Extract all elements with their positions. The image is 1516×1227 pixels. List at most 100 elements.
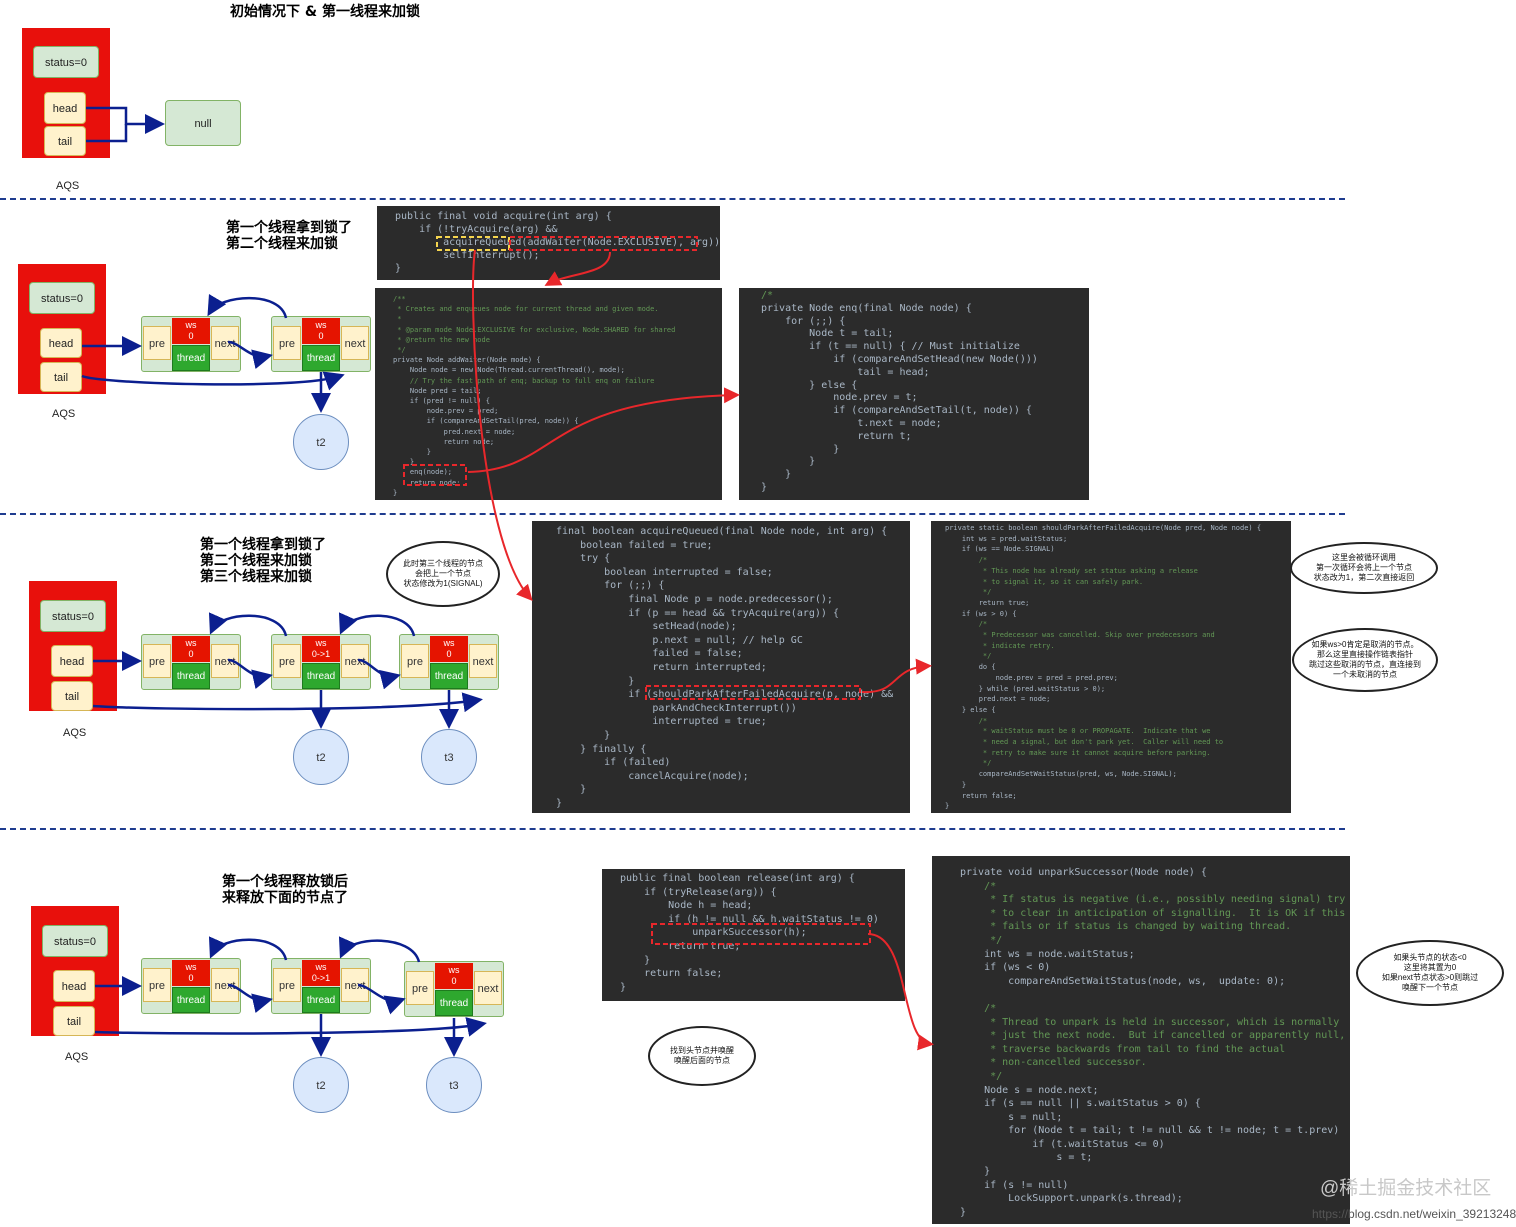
note-cloud-unpark: 如果头节点的状态<0 这里将其置为0 如果next节点状态>0则跳过 唤醒下一个… <box>1356 940 1504 1006</box>
head-field-3: head <box>51 645 93 677</box>
tail-field-2: tail <box>40 362 82 392</box>
thread-t3-circle: t3 <box>421 729 477 785</box>
watermark: @稀土掘金技术社区 <box>1320 1178 1492 1199</box>
code-line: /* <box>945 620 988 629</box>
code-line: * need a signal, but don't park yet. Cal… <box>945 738 1224 747</box>
code-line: * waitStatus must be 0 or PROPAGATE. Ind… <box>945 727 1211 736</box>
code-line: t.next = node; <box>761 417 942 429</box>
arrow-to-enq <box>467 387 740 473</box>
tail-field-1: tail <box>44 126 86 156</box>
code-acquire: public final void acquire(int arg) { if … <box>377 206 720 280</box>
code-line: } <box>556 797 563 809</box>
section3-title-line3: 第三个线程来加锁 <box>200 569 312 585</box>
code-line: // Try the fast path of enq; backup to f… <box>393 376 655 385</box>
code-line: p.next = null; // help GC <box>556 634 803 646</box>
code-line: pred.next = node; <box>945 695 1051 704</box>
code-line: } <box>393 448 431 457</box>
code-line: } else { <box>761 379 858 391</box>
aqs-label-4: AQS <box>65 1051 89 1063</box>
code-line: /* <box>960 1002 997 1014</box>
node-thread: thread <box>435 990 473 1016</box>
code-acquirequeued: final boolean acquireQueued(final Node n… <box>532 521 910 813</box>
node-next: next <box>211 968 239 1002</box>
arrow-prev-link <box>209 612 288 637</box>
head-field-2: head <box>40 328 82 358</box>
thread-t2-circle: t2 <box>293 1057 349 1113</box>
node-pre: pre <box>143 968 171 1002</box>
code-line: } <box>556 729 611 741</box>
node-next: next <box>341 326 369 360</box>
code-line: int ws = pred.waitStatus; <box>945 534 1068 543</box>
node-thread: thread <box>430 663 468 689</box>
code-line: * traverse backwards from tail to find t… <box>960 1043 1286 1055</box>
code-line: return t; <box>761 430 912 442</box>
code-line: if (h != null && h.waitStatus != 0) <box>620 913 879 925</box>
section3-title-line1: 第一个线程拿到锁了 <box>200 537 326 553</box>
code-line: tail = head; <box>761 366 930 378</box>
arrow-prev-link <box>339 936 421 963</box>
code-line: if (compareAndSetHead(new Node())) <box>761 353 1038 365</box>
section3-title-line2: 第二个线程来加锁 <box>200 553 312 569</box>
section1-title: 初始情况下 & 第一线程来加锁 <box>230 4 420 20</box>
node-next: next <box>474 971 502 1005</box>
code-line: return interrupted; <box>556 661 767 673</box>
arrow-tail-to-node3 <box>92 692 483 713</box>
code-line: private Node enq(final Node node) { <box>761 302 972 314</box>
code-line: } <box>393 458 415 467</box>
code-line: cancelAcquire(node); <box>556 770 749 782</box>
code-line: unparkSuccessor(h); <box>620 927 807 939</box>
null-node: null <box>165 100 241 146</box>
arrow-next-link <box>357 983 406 1015</box>
highlight-addwaiter <box>509 236 698 251</box>
note-cloud-signal: 此时第三个线程的节点 会把上一个节点 状态修改为1(SIGNAL) <box>386 541 500 607</box>
code-line: return node; <box>393 478 461 487</box>
code-line: } else { <box>945 705 996 714</box>
divider-3 <box>0 828 1345 830</box>
code-line: * Predecessor was cancelled. Skip over p… <box>945 631 1215 640</box>
code-line: * <box>393 315 402 324</box>
code-line: if (ws > 0) { <box>945 609 1017 618</box>
code-line: } <box>761 443 840 455</box>
code-line: * If status is negative (i.e., possibly … <box>960 894 1346 906</box>
code-line: s = t; <box>960 1152 1093 1164</box>
tail-field-4: tail <box>53 1006 95 1036</box>
code-line: for (;;) { <box>556 580 665 592</box>
code-line: private static boolean shouldParkAfterFa… <box>945 524 1262 532</box>
code-line: /* <box>945 556 988 565</box>
node-thread: thread <box>172 663 210 689</box>
code-line: return true; <box>945 598 1030 607</box>
note-cloud-cancelled: 如果ws>0肯定是取消的节点。 那么这里直接操作链表指针 跳过这些取消的节点，直… <box>1292 628 1438 692</box>
code-line: } <box>620 954 651 966</box>
node-pre: pre <box>401 644 429 678</box>
code-line: private void unparkSuccessor(Node node) … <box>960 867 1207 878</box>
node-thread: thread <box>302 663 340 689</box>
code-line: node.prev = t; <box>761 392 918 404</box>
node-thread: thread <box>302 987 340 1013</box>
code-line: * @return the new node <box>393 335 490 344</box>
node-thread: thread <box>172 987 210 1013</box>
node-pre: pre <box>143 326 171 360</box>
code-line: private Node addWaiter(Node mode) { <box>393 356 541 365</box>
node-next: next <box>341 644 369 678</box>
arrow-tail-to-node3 <box>94 1017 487 1037</box>
code-line: */ <box>960 1070 1003 1082</box>
node-next: next <box>341 968 369 1002</box>
code-line: Node t = tail; <box>761 328 894 340</box>
code-line: } <box>945 780 967 789</box>
code-line: Node node = new Node(Thread.currentThrea… <box>393 366 625 375</box>
code-line: if (pred != null) { <box>393 397 490 406</box>
code-line: acquireQueued(addWaiter(Node.EXCLUSIVE),… <box>395 237 721 248</box>
code-line: compareAndSetWaitStatus(node, ws, update… <box>960 975 1286 987</box>
code-line: } <box>960 1166 991 1178</box>
status-field-1: status=0 <box>33 46 99 78</box>
section2-title-line1: 第一个线程拿到锁了 <box>226 220 352 236</box>
head-field-4: head <box>53 970 95 1002</box>
code-line: Node h = head; <box>620 900 753 912</box>
